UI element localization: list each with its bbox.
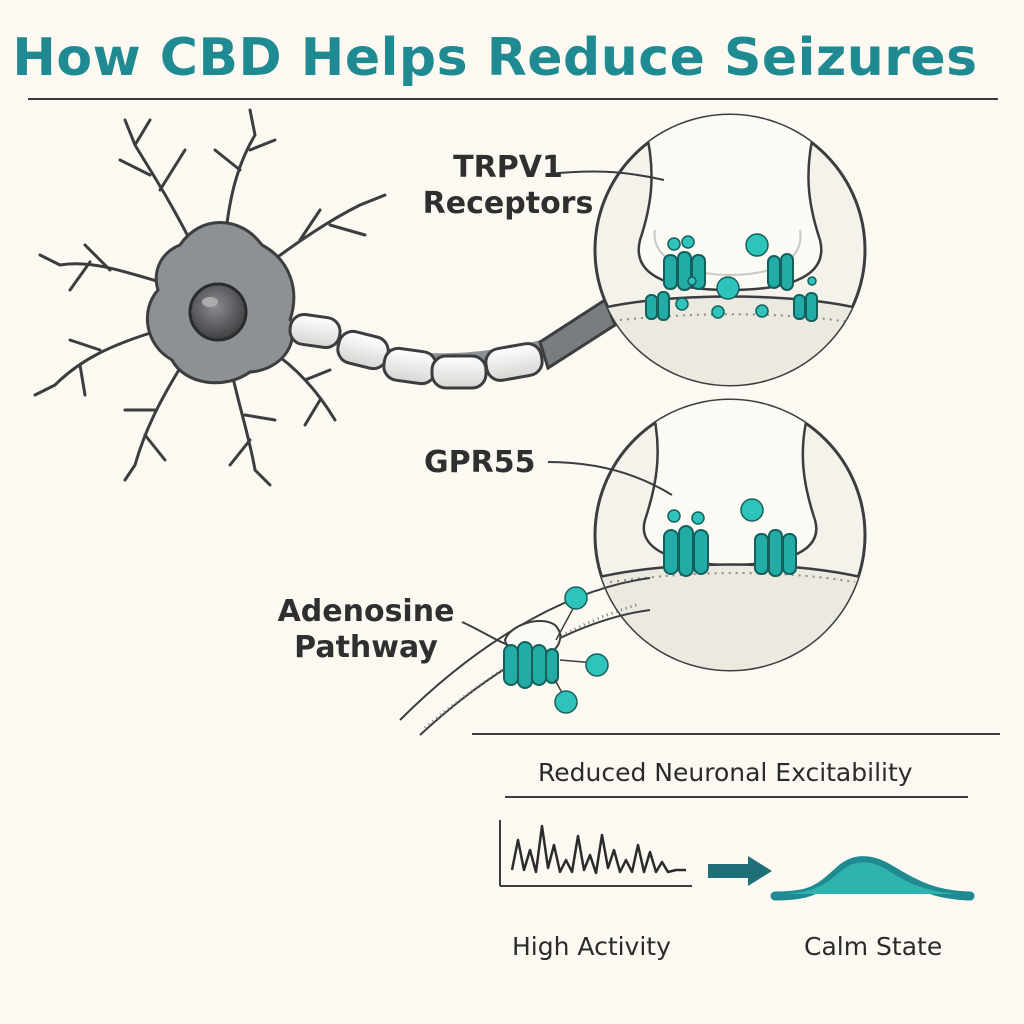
adenosine-leader-line bbox=[461, 621, 509, 646]
high-activity-graph bbox=[499, 820, 692, 887]
adenosine-molecules bbox=[554, 586, 609, 714]
axon-terminal-pointer bbox=[538, 297, 617, 371]
transition-arrow bbox=[708, 856, 772, 886]
myelin-sheath bbox=[382, 346, 438, 386]
gpr55-receptors bbox=[663, 525, 797, 577]
gpr55-leader-line bbox=[547, 461, 673, 496]
title-divider bbox=[28, 98, 998, 100]
adenosine-label: Adenosine Pathway bbox=[276, 594, 456, 666]
calm-state-label: Calm State bbox=[804, 932, 943, 961]
myelin-sheath bbox=[288, 312, 342, 350]
myelin-sheath bbox=[430, 354, 488, 390]
myelin-sheath bbox=[484, 342, 544, 382]
high-activity-label: High Activity bbox=[512, 932, 671, 961]
page-title: How CBD Helps Reduce Seizures bbox=[12, 28, 978, 88]
trpv1-label-line1: TRPV1 bbox=[453, 150, 563, 185]
neuron bbox=[33, 108, 387, 487]
cbd-molecules bbox=[667, 498, 764, 525]
dendrites bbox=[33, 108, 387, 487]
synapse-magnifier-gpr55 bbox=[593, 398, 867, 672]
gpr55-label: GPR55 bbox=[424, 445, 536, 480]
trpv1-leader-line bbox=[547, 170, 665, 181]
calm-state-graph bbox=[770, 856, 975, 901]
excitability-heading: Reduced Neuronal Excitability bbox=[538, 758, 913, 787]
spike-trace bbox=[510, 824, 686, 875]
trpv1-label: TRPV1 Receptors bbox=[418, 150, 598, 222]
cbd-molecules bbox=[667, 233, 817, 319]
trpv1-label-line2: Receptors bbox=[422, 186, 594, 221]
axon bbox=[283, 297, 617, 390]
adenosine-label-line2: Pathway bbox=[294, 630, 438, 665]
adenosine-label-line1: Adenosine bbox=[277, 594, 455, 629]
nucleus bbox=[188, 282, 248, 342]
synapse-magnifier-trpv1 bbox=[593, 113, 867, 387]
trpv1-channels bbox=[645, 251, 818, 322]
adenosine-pathway bbox=[399, 577, 651, 736]
